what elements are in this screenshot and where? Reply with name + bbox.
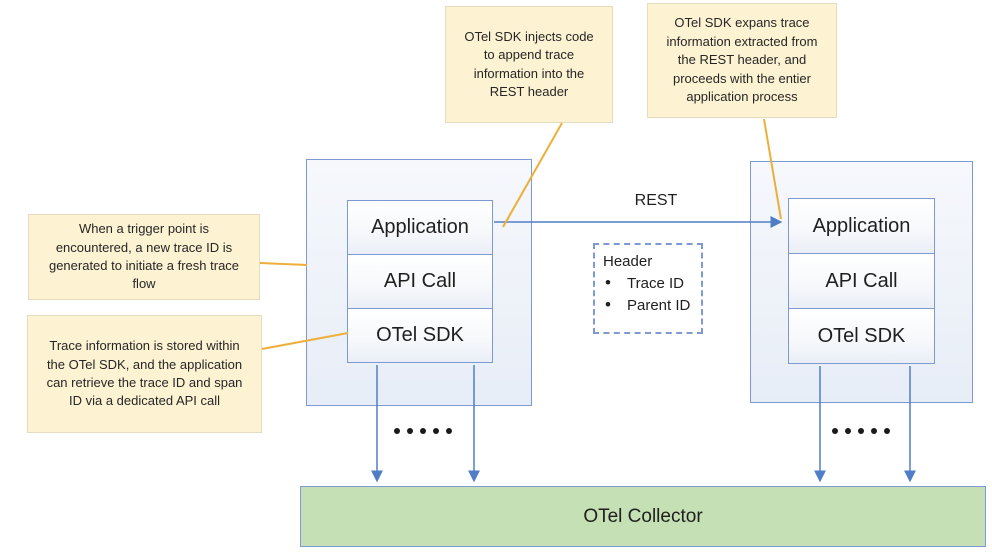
api-call-box-right: API Call [788, 253, 935, 309]
application-box-left: Application [347, 200, 493, 255]
service-stack-right: Application API Call OTel SDK [788, 198, 935, 364]
header-item-trace-id: Trace ID [603, 273, 697, 293]
header-title: Header [603, 253, 653, 270]
otel-collector-label: OTel Collector [583, 505, 703, 527]
service-stack-left: Application API Call OTel SDK [347, 200, 493, 363]
otel-sdk-box-right: OTel SDK [788, 308, 935, 364]
note-sdk-expands: OTel SDK expans trace information extrac… [647, 3, 837, 118]
bullet-icon [603, 295, 627, 315]
application-box-right: Application [788, 198, 935, 254]
rest-arrow-label: REST [634, 192, 678, 209]
ellipsis-dots-left [394, 428, 452, 434]
bullet-icon [603, 273, 627, 293]
note-trace-stored: Trace information is stored within the O… [27, 315, 262, 433]
api-call-box-left: API Call [347, 254, 493, 309]
header-item-parent-id: Parent ID [603, 295, 697, 315]
note-trigger-point: When a trigger point is encountered, a n… [28, 214, 260, 300]
connector-trigger-line [259, 262, 308, 266]
otel-collector-box: OTel Collector [300, 486, 986, 547]
header-item-label: Trace ID [627, 274, 684, 292]
header-item-label: Parent ID [627, 296, 691, 314]
header-box: Header Trace ID Parent ID [593, 243, 703, 334]
ellipsis-dots-right [832, 428, 890, 434]
otel-sdk-box-left: OTel SDK [347, 308, 493, 363]
note-sdk-injects: OTel SDK injects code to append trace in… [445, 6, 613, 123]
